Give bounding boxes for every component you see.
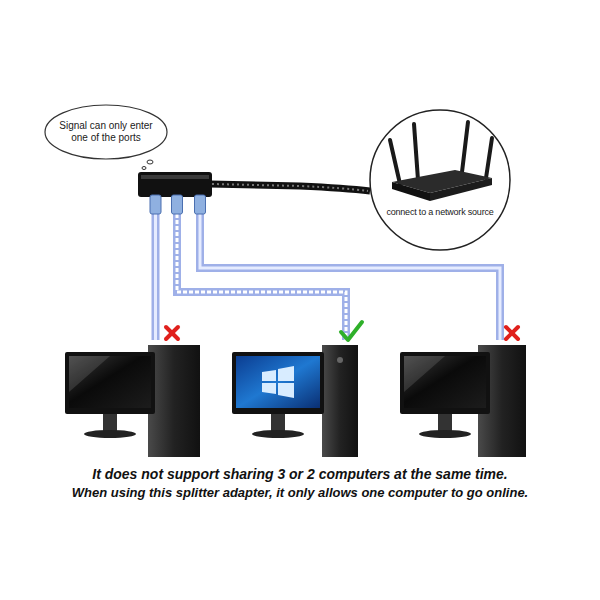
splitter-body	[141, 175, 209, 179]
note-text: When using this splitter adapter, it onl…	[72, 485, 528, 500]
check-mark	[341, 322, 362, 340]
computer-left	[65, 345, 200, 457]
router-illustration	[390, 122, 492, 201]
cross-mark	[166, 327, 178, 339]
note-text: It does not support sharing 3 or 2 compu…	[92, 466, 507, 482]
braided-cable	[212, 184, 368, 191]
cross-mark	[506, 327, 518, 339]
callout-bubble: Signal can only enter one of the ports	[44, 104, 168, 160]
circle-outline	[369, 109, 511, 251]
rj45-plugs	[150, 195, 206, 214]
splitter-body	[138, 172, 212, 197]
callout-tail	[142, 167, 146, 170]
router-circle: connect to a network source	[369, 109, 511, 251]
braided-cable	[210, 184, 370, 191]
computer-middle	[232, 345, 358, 457]
computer-right	[400, 345, 526, 457]
caption-text: connect to a network source	[378, 207, 502, 218]
ethernet-cables	[156, 214, 501, 340]
callout-text: Signal can only enter one of the ports	[56, 120, 156, 145]
router-circle-line	[370, 110, 510, 250]
callout-ellipse	[45, 105, 167, 159]
callout-tail	[147, 160, 153, 164]
